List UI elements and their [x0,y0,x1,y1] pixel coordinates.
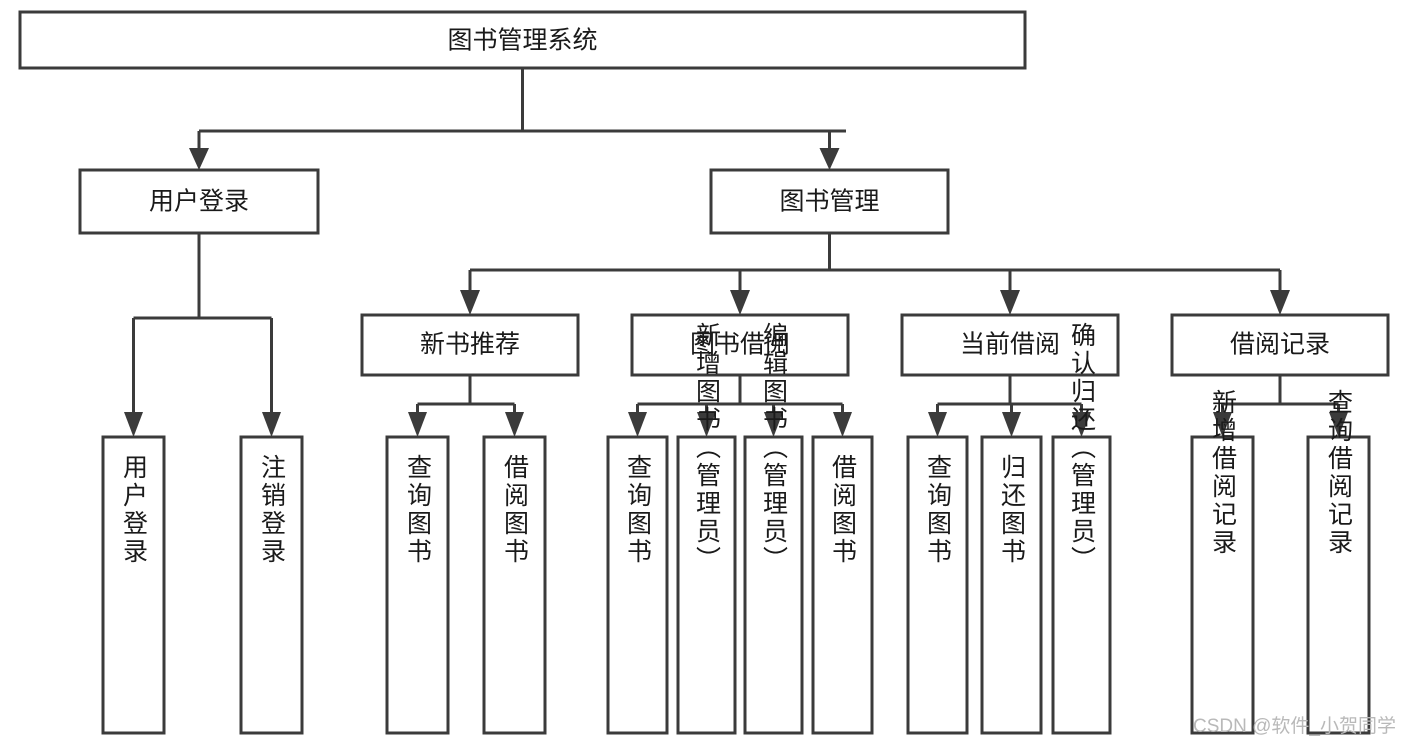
leaf-query-book-current-label: 查询图书 [924,454,953,566]
node-borrow-record-label: 借阅记录 [1230,331,1330,359]
leaf-user-login-box[interactable] [101,435,166,735]
node-new-book-recommend-box[interactable] [360,313,580,377]
node-user-login-box[interactable] [78,168,320,235]
arrow-head-book-borrow [730,290,750,315]
leaf-user-logout-label: 注销登录 [258,454,287,566]
arrow-head-leaf-borrow-book-recommend [505,412,524,437]
leaf-user-logout-box[interactable] [239,435,304,735]
node-new-book-recommend[interactable]: 新书推荐 [360,313,580,377]
node-borrow-record-box[interactable] [1170,313,1390,377]
leaf-confirm-return-admin[interactable]: 确认归还（管理员） [1051,322,1112,735]
connector-layer [124,68,1348,437]
leaf-borrow-book-recommend[interactable]: 借阅图书 [482,435,547,735]
node-book-borrow-label: 图书借阅 [690,331,790,359]
arrow-head-leaf-return-book [1002,412,1021,437]
leaf-edit-book-admin-label: 编辑图书（管理员） [760,322,789,574]
leaf-user-login[interactable]: 用户登录 [101,435,166,735]
arrow-head-borrow-record [1270,290,1290,315]
leaf-borrow-book-label: 借阅图书 [829,454,858,566]
leaf-borrow-book[interactable]: 借阅图书 [811,435,874,735]
leaf-edit-book-admin-box[interactable] [743,435,804,735]
leaf-add-borrow-record-label: 新增借阅记录 [1209,389,1238,557]
arrow-head-new-book-recommend [460,290,480,315]
arrow-head-leaf-query-book-borrow [628,412,647,437]
node-book-management[interactable]: 图书管理 [709,168,950,235]
arrow-head-leaf-user-login [124,412,143,437]
leaf-user-logout[interactable]: 注销登录 [239,435,304,735]
leaf-return-book[interactable]: 归还图书 [980,435,1043,735]
leaf-query-book-borrow-box[interactable] [606,435,669,735]
leaf-query-book-borrow[interactable]: 查询图书 [606,435,669,735]
arrow-head-leaf-user-logout [262,412,281,437]
arrow-head-leaf-add-book-admin [697,412,716,437]
arrow-head-leaf-add-borrow-record [1213,412,1232,437]
leaf-return-book-box[interactable] [980,435,1043,735]
arrow-head-current-borrow [1000,290,1020,315]
leaf-query-book-borrow-label: 查询图书 [624,454,653,566]
leaf-query-book-current[interactable]: 查询图书 [906,435,969,735]
leaf-query-borrow-record-label: 查询借阅记录 [1325,389,1354,557]
node-book-borrow[interactable]: 图书借阅 [630,313,850,377]
leaf-confirm-return-admin-box[interactable] [1051,435,1112,735]
leaf-return-book-label: 归还图书 [998,454,1027,566]
leaf-add-book-admin-box[interactable] [676,435,737,735]
leaf-borrow-book-recommend-box[interactable] [482,435,547,735]
arrow-head-book-management [819,148,840,170]
node-new-book-recommend-label: 新书推荐 [420,331,520,359]
node-borrow-record[interactable]: 借阅记录 [1170,313,1390,377]
arrow-head-leaf-query-borrow-record [1329,412,1348,437]
node-user-login-label: 用户登录 [149,188,249,216]
leaf-query-borrow-record-box[interactable] [1306,435,1371,735]
leaf-add-book-admin-label: 新增图书（管理员） [693,322,722,574]
node-current-borrow-box[interactable] [900,313,1120,377]
node-user-login[interactable]: 用户登录 [78,168,320,235]
leaf-borrow-book-recommend-label: 借阅图书 [501,454,530,566]
leaf-query-book-recommend-box[interactable] [385,435,450,735]
node-root-system-label: 图书管理系统 [447,27,597,55]
node-root-system[interactable]: 图书管理系统 [18,10,1027,70]
csdn-watermark: CSDN @软件_小贺同学 [1193,715,1396,737]
arrow-head-leaf-query-book-recommend [408,412,427,437]
leaf-confirm-return-admin-label: 确认归还（管理员） [1068,322,1097,574]
arrow-head-leaf-confirm-return-admin [1072,412,1091,437]
leaf-user-login-label: 用户登录 [120,454,149,566]
leaf-query-book-recommend-label: 查询图书 [404,454,433,566]
leaf-add-book-admin[interactable]: 新增图书（管理员） [676,322,737,735]
node-book-management-box[interactable] [709,168,950,235]
node-root-system-box[interactable] [18,10,1027,70]
leaf-add-borrow-record-box[interactable] [1190,435,1255,735]
leaf-edit-book-admin[interactable]: 编辑图书（管理员） [743,322,804,735]
node-book-management-label: 图书管理 [779,188,879,216]
arrow-head-leaf-query-book-current [928,412,947,437]
arrow-head-leaf-edit-book-admin [764,412,783,437]
leaf-borrow-book-box[interactable] [811,435,874,735]
leaf-add-borrow-record[interactable]: 新增借阅记录 [1190,389,1255,735]
node-current-borrow-label: 当前借阅 [960,331,1060,359]
leaf-query-book-current-box[interactable] [906,435,969,735]
node-current-borrow[interactable]: 当前借阅 [900,313,1120,377]
leaf-query-borrow-record[interactable]: 查询借阅记录 [1306,389,1371,735]
leaf-query-book-recommend[interactable]: 查询图书 [385,435,450,735]
node-book-borrow-box[interactable] [630,313,850,377]
arrow-head-leaf-borrow-book [833,412,852,437]
arrow-head-user-login [189,148,209,170]
